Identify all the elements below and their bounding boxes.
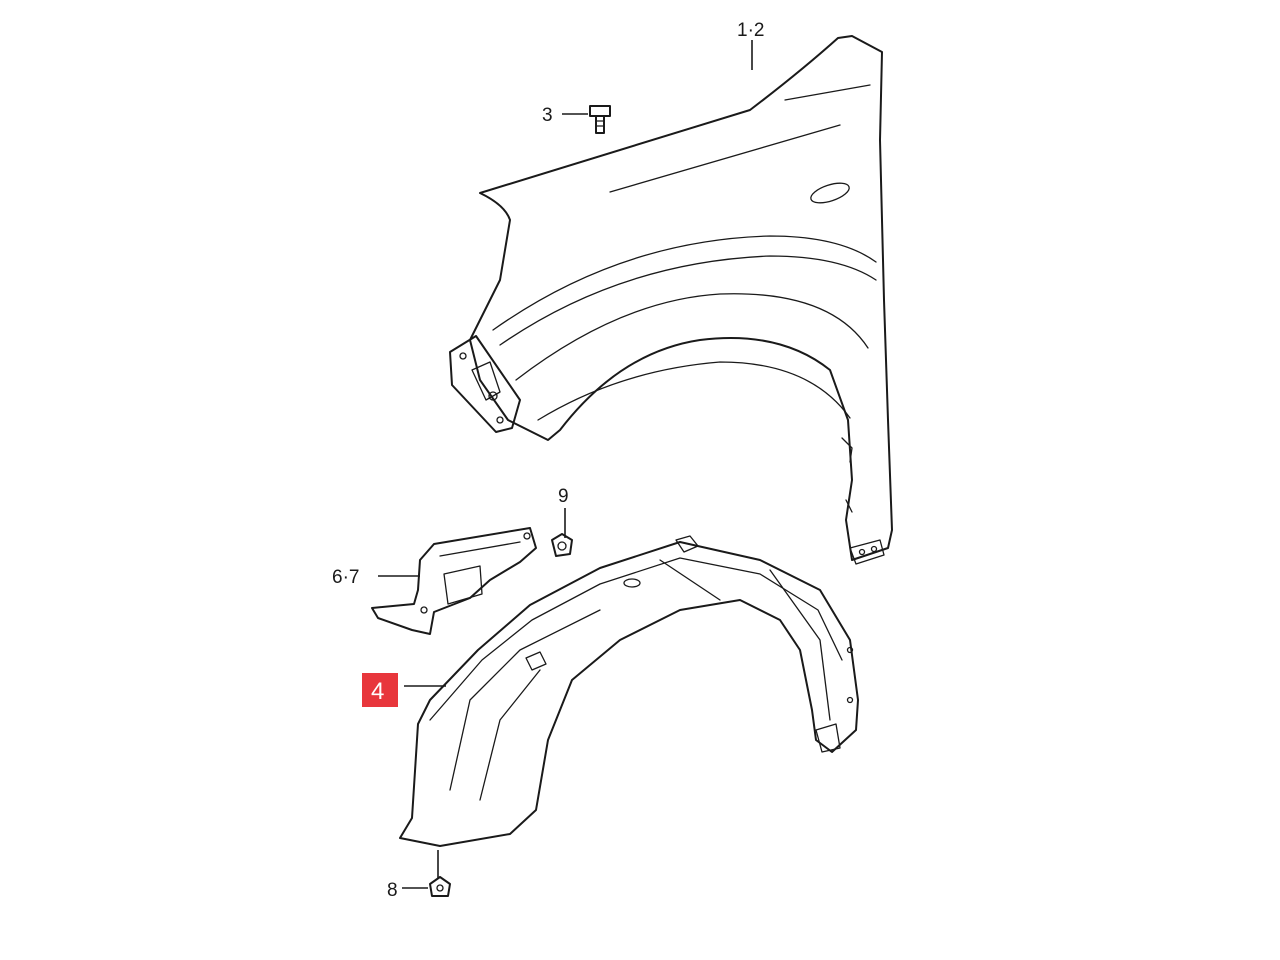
callout-4-highlight[interactable]: 4: [362, 673, 398, 707]
callout-1-2: 1·2: [737, 20, 764, 41]
splash-bracket-part-6-7[interactable]: [371, 527, 537, 635]
fender-mount-bracket[interactable]: [449, 335, 521, 433]
leader-lines: [378, 40, 753, 889]
callout-4: 4: [371, 678, 384, 705]
bolt-part-3[interactable]: [589, 105, 611, 134]
clip-part-9[interactable]: [551, 533, 573, 557]
fender-liner-part-4[interactable]: [399, 535, 859, 847]
clip-part-8[interactable]: [429, 876, 451, 897]
callout-6-7: 6·7: [332, 567, 359, 588]
callout-9: 9: [558, 486, 569, 507]
callout-3: 3: [542, 105, 553, 126]
fender-panel[interactable]: [469, 35, 893, 565]
highlight-box: [362, 673, 398, 707]
callout-8: 8: [387, 880, 398, 901]
